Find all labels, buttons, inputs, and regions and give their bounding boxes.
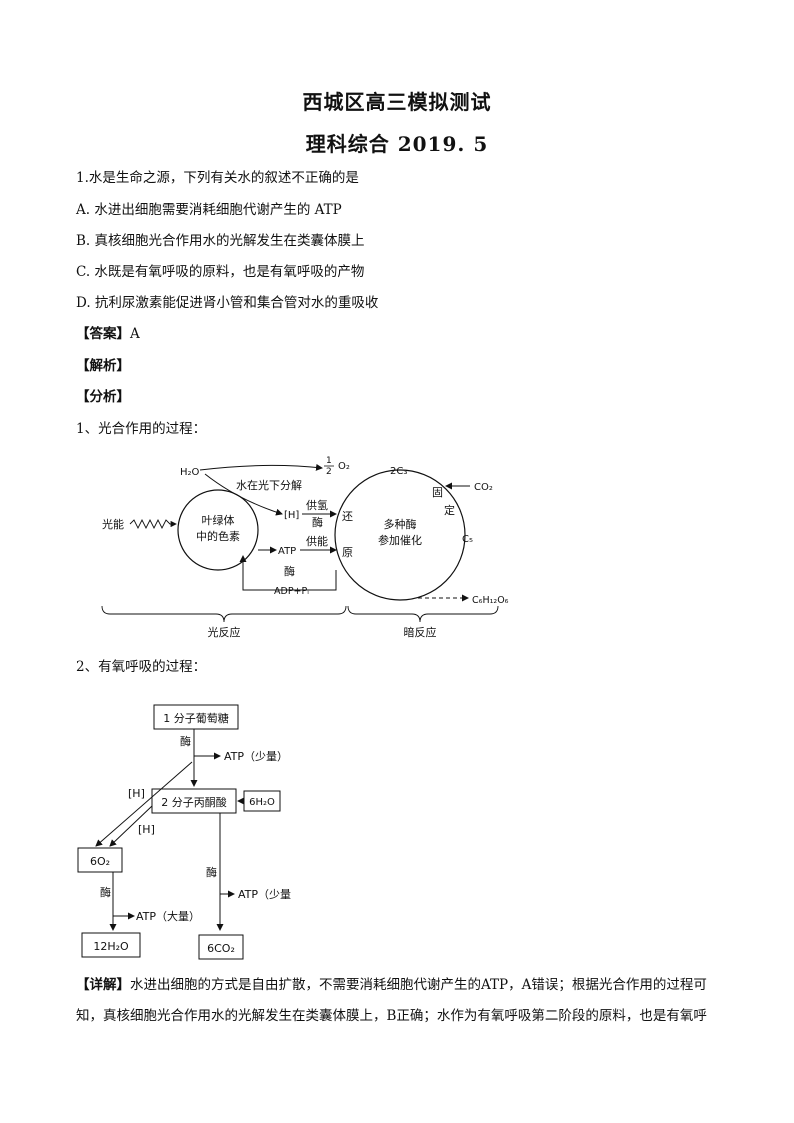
detail-label: 【详解】 [76, 977, 130, 993]
resp-o2: 6O₂ [90, 855, 110, 868]
resp-h1: [H] [128, 787, 145, 800]
resp-h2: [H] [138, 823, 155, 836]
answer-label: 【答案】 [76, 326, 130, 342]
photo-gongqing: 供氢 [306, 498, 328, 512]
answer-value: A [130, 326, 140, 342]
photo-adp: ADP+Pᵢ [274, 586, 309, 597]
photo-enzyme2: 参加催化 [378, 533, 422, 547]
respiration-diagram: 1 分子葡萄糖 酶 ATP（少量） [H] 2 分子丙酮酸 6H₂O [H] 6… [77, 704, 291, 960]
photo-yuan: 原 [342, 546, 353, 559]
photo-h: [H] [284, 510, 299, 521]
resp-mei2: 酶 [100, 886, 111, 899]
resp-h2o6: 6H₂O [249, 797, 275, 808]
photo-o2: O₂ [338, 461, 350, 472]
fenxi-label: 【分析】 [76, 389, 130, 405]
photo-h2o: H₂O [180, 467, 200, 478]
resp-glucose: 1 分子葡萄糖 [163, 711, 229, 725]
detail-text: 水进出细胞的方式是自由扩散，不需要消耗细胞代谢产生的ATP，A错误；根据光合作用… [76, 977, 707, 1024]
photo-glucose: C₆H₁₂O₆ [472, 595, 509, 606]
resp-h2o12: 12H₂O [93, 940, 129, 953]
detail-paragraph: 【详解】水进出细胞的方式是自由扩散，不需要消耗细胞代谢产生的ATP，A错误；根据… [76, 970, 726, 1032]
resp-atp-large: ATP（大量） [136, 909, 200, 923]
photosynthesis-diagram: H₂O 1 2 O₂ 水在光下分解 光能 叶绿体 中的色素 [H] 供氢 酶 A… [101, 456, 509, 639]
answer-line: 【答案】A [76, 322, 140, 342]
photo-mei2: 酶 [284, 565, 295, 578]
option-d: D. 抗利尿激素能促进肾小管和集合管对水的重吸收 [76, 295, 379, 311]
photo-two: 2 [326, 467, 332, 477]
photo-dark-reaction: 暗反应 [404, 625, 437, 639]
photo-half: 1 [326, 456, 332, 466]
resp-atp-small2: ATP（少量 [238, 888, 291, 901]
photo-huan: 还 [342, 510, 353, 523]
question-stem: 1.水是生命之源，下列有关水的叙述不正确的是 [76, 170, 359, 186]
photo-c5: C₅ [462, 534, 473, 545]
resp-mei3: 酶 [206, 866, 217, 879]
photo-atp: ATP [278, 546, 296, 557]
photo-enzyme1: 多种酶 [384, 517, 417, 531]
option-c: C. 水既是有氧呼吸的原料，也是有氧呼吸的产物 [76, 264, 365, 280]
analysis-label: 【解析】 [76, 358, 130, 374]
option-a: A. 水进出细胞需要消耗细胞代谢产生的 ATP [76, 202, 342, 218]
resp-mei1: 酶 [180, 735, 191, 748]
photo-chloro2: 中的色素 [196, 529, 240, 543]
resp-atp-small1: ATP（少量） [224, 750, 288, 763]
photo-chloro1: 叶绿体 [202, 513, 235, 527]
section-photosynthesis: 1、光合作用的过程： [76, 421, 207, 437]
photo-light: 光能 [102, 517, 124, 531]
photo-ding: 定 [444, 503, 455, 517]
photo-gu: 固 [432, 486, 443, 499]
page-title: 西城区高三模拟测试 [302, 90, 492, 114]
photo-water-split: 水在光下分解 [236, 478, 302, 492]
photo-gongneng: 供能 [306, 534, 328, 548]
photo-co2: CO₂ [474, 482, 493, 493]
option-b: B. 真核细胞光合作用水的光解发生在类囊体膜上 [76, 233, 365, 249]
section-respiration: 2、有氧呼吸的过程： [76, 659, 207, 675]
photo-light-reaction: 光反应 [208, 625, 241, 639]
page-subtitle: 理科综合 2019. 5 [305, 132, 489, 156]
resp-co2: 6CO₂ [207, 942, 235, 955]
photo-mei: 酶 [312, 516, 323, 529]
photo-c3: 2C₃ [390, 466, 407, 477]
resp-pyruvate: 2 分子丙酮酸 [161, 795, 227, 809]
